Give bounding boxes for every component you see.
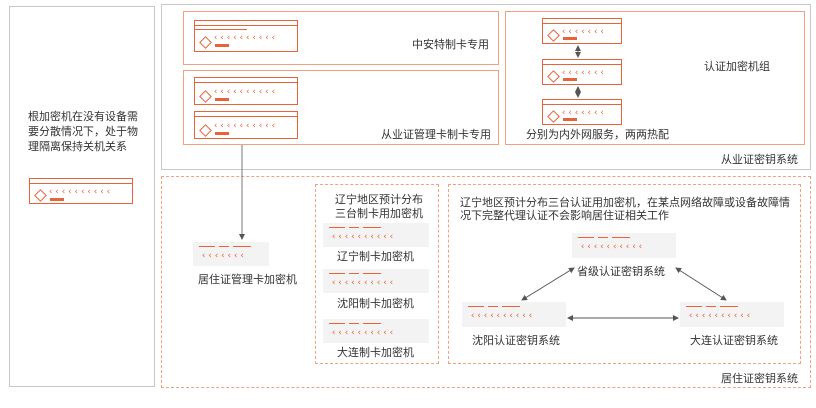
dalian-card-device[interactable]: ‹‹‹‹‹‹‹‹‹‹ xyxy=(323,319,429,343)
zhongan-card-label: 中安特制卡专用 xyxy=(412,39,489,51)
liaoning-auth-note: 辽宁地区预计分布三台认证用加密机，在某点网络故障或设备故障情况下完整代理认证不会… xyxy=(460,197,790,222)
liaoning-card-device[interactable]: ‹‹‹‹‹‹‹‹‹‹ xyxy=(323,223,429,247)
card-issue-device-2[interactable]: ‹‹‹‹‹‹‹‹‹‹ xyxy=(194,111,298,139)
province-shenyang-link xyxy=(521,267,575,301)
left-panel xyxy=(9,6,155,387)
shenyang-auth-device[interactable]: ‹‹‹‹‹‹‹‹‹‹ xyxy=(462,302,566,327)
residence-mgmt-card-label: 居住证管理卡加密机 xyxy=(198,274,297,286)
shenyang-card-device[interactable]: ‹‹‹‹‹‹‹‹‹‹ xyxy=(323,269,429,293)
province-auth-label: 省级认证密钥系统 xyxy=(577,266,665,278)
dalian-auth-device[interactable]: ‹‹‹‹‹‹‹‹‹‹ xyxy=(680,302,784,327)
professional-key-system xyxy=(161,4,811,170)
province-auth-device[interactable]: ‹‹‹‹‹‹‹‹‹‹ xyxy=(572,233,676,258)
shenyang-card-label: 沈阳制卡加密机 xyxy=(337,298,414,310)
liaoning-auth-box xyxy=(448,184,801,364)
residence-mgmt-card-device[interactable]: ‹‹‹‹‹‹‹ xyxy=(193,242,269,266)
residence-key-system xyxy=(161,176,811,388)
auth-group-caption: 分别为内外网服务，两两热配 xyxy=(526,129,669,141)
auth-device-2[interactable]: ‹‹‹‹‹‹‹ xyxy=(542,59,622,85)
card-issue-box xyxy=(183,70,499,145)
zhongan-card-device[interactable]: ‹‹‹‹‹‹‹‹‹‹ xyxy=(194,20,298,52)
professional-key-system-label: 从业证密钥系统 xyxy=(721,154,798,166)
root-encryption-device[interactable]: ‹‹‹‹‹‹‹‹‹‹ xyxy=(29,178,133,204)
shenyang-auth-label: 沈阳认证密钥系统 xyxy=(472,335,560,347)
zhongan-card-box xyxy=(183,11,499,65)
dalian-auth-label: 大连认证密钥系统 xyxy=(690,335,778,347)
residence-key-system-label: 居住证密钥系统 xyxy=(721,373,798,385)
dalian-card-label: 大连制卡加密机 xyxy=(337,347,414,359)
liaoning-card-box xyxy=(315,184,439,364)
liaoning-card-title: 辽宁地区预计分布三台制卡用加密机 xyxy=(335,194,423,220)
auth-device-1[interactable]: ‹‹‹‹‹‹‹ xyxy=(542,18,622,44)
root-device-note: 根加密机在没有设备需要分散情况下，处于物理隔离保持关机关系 xyxy=(28,111,138,153)
province-dalian-link xyxy=(675,267,727,301)
card-issue-device-1[interactable]: ‹‹‹‹‹‹‹‹‹‹ xyxy=(194,77,298,105)
liaoning-card-label: 辽宁制卡加密机 xyxy=(337,251,414,263)
auth-group-title: 认证加密机组 xyxy=(704,61,770,73)
auth-group-box xyxy=(505,11,805,145)
auth-device-3[interactable]: ‹‹‹‹‹‹‹ xyxy=(542,99,622,125)
card-issue-label: 从业证管理卡制卡专用 xyxy=(381,129,491,141)
